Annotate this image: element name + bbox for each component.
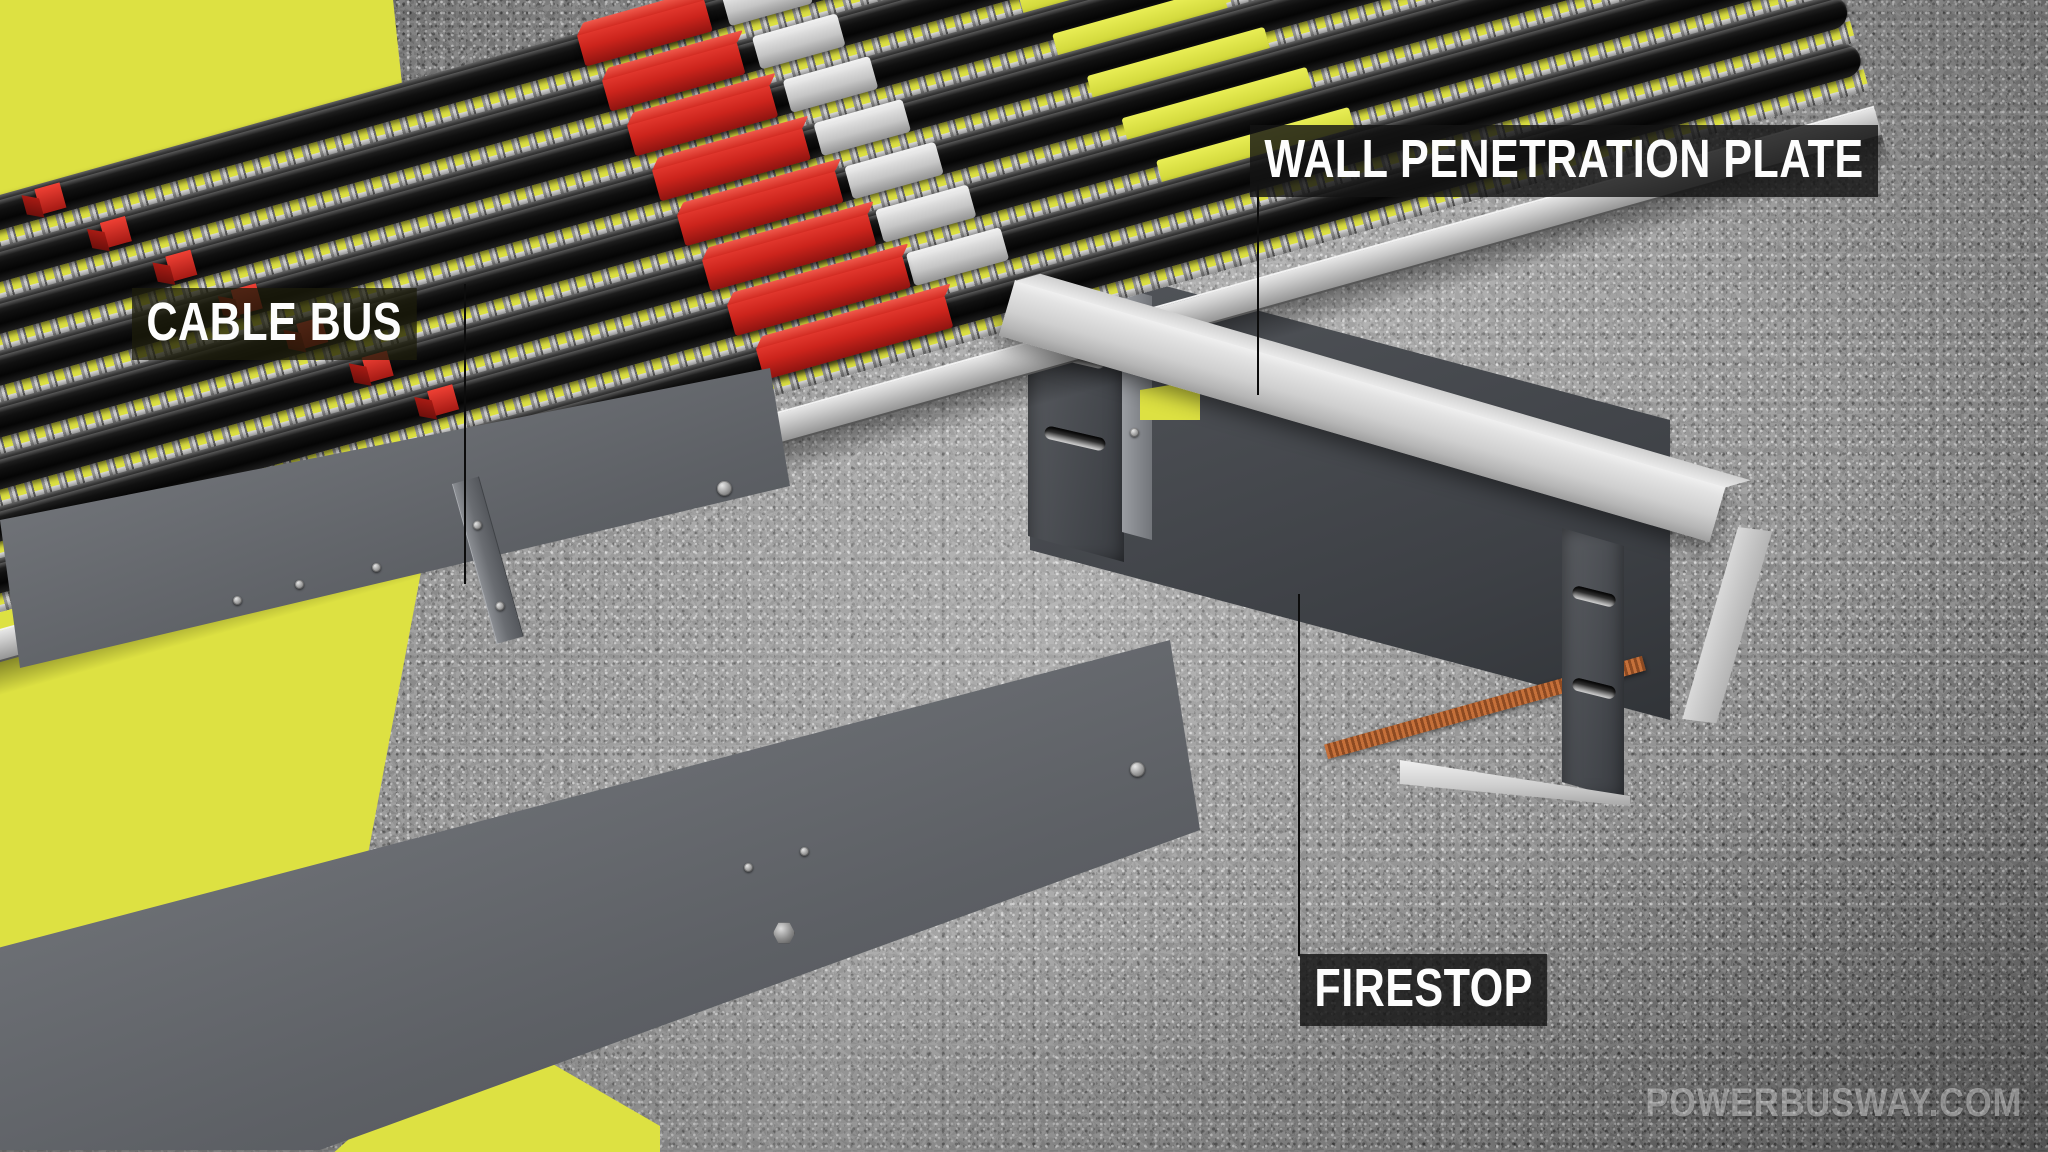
sleeve-slot [1571, 676, 1617, 701]
label-wall-penetration-plate: WALL PENETRATION PLATE [1250, 125, 1878, 197]
splice-bolt [494, 600, 506, 612]
cover-bolt [717, 481, 732, 496]
cover-bolt [372, 563, 381, 572]
label-firestop: FIRESTOP [1300, 954, 1548, 1026]
label-cable-bus: CABLE BUS [132, 288, 417, 360]
cover-bolt [744, 863, 753, 872]
cover-bolt-hex [773, 922, 795, 944]
cover-bolt [233, 596, 242, 605]
sleeve-slot [1571, 584, 1617, 609]
sleeve-slot [1043, 425, 1107, 452]
leader-line-cable-bus [464, 284, 466, 584]
splice-bolt [471, 519, 484, 531]
sleeve-right-end-plate [1562, 528, 1624, 800]
cover-bolt [295, 580, 304, 589]
leader-line-wall-plate [1257, 183, 1259, 395]
site-watermark: POWERBUSWAY.COM [1645, 1081, 2022, 1125]
sleeve-bolt [1130, 428, 1139, 437]
cover-bolt [800, 847, 809, 856]
cover-bolt [1130, 762, 1145, 777]
leader-line-firestop [1298, 594, 1300, 956]
